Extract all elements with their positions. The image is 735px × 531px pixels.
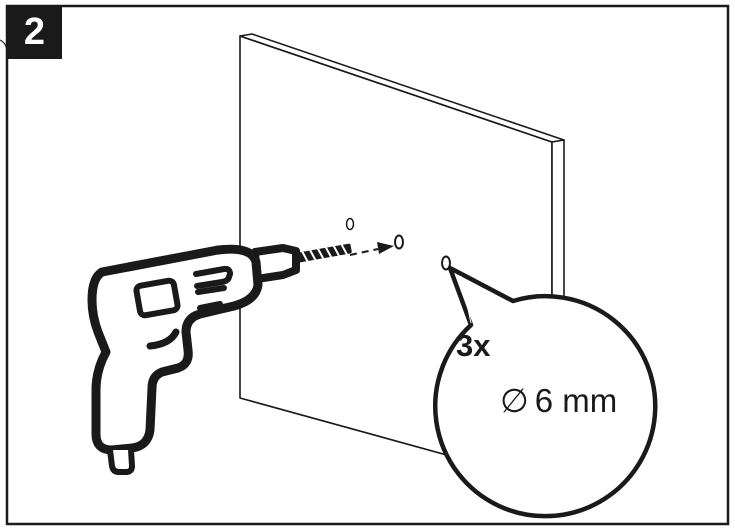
drill-vents [193,265,234,311]
hole-1 [345,217,355,231]
drill-guide-line [349,248,379,256]
diameter-value: 6 mm [534,382,618,419]
hole-2 [394,234,404,250]
drill-trigger [146,328,180,350]
drill-bit [295,243,352,263]
callout-bubble [433,265,658,519]
diameter-label: ∅6 mm [500,384,617,417]
drill-display [133,277,181,319]
drill-icon [87,243,352,475]
quantity-label: 3x [456,328,491,363]
step-number-badge: 2 [7,6,62,59]
panel-border [5,4,730,526]
callout-pointer-inner [460,275,472,324]
drill-plug [107,449,135,475]
drill-body [87,244,263,455]
diameter-symbol: ∅ [500,382,529,419]
hole-3 [441,255,451,271]
drill-guide-arrow [377,242,394,254]
